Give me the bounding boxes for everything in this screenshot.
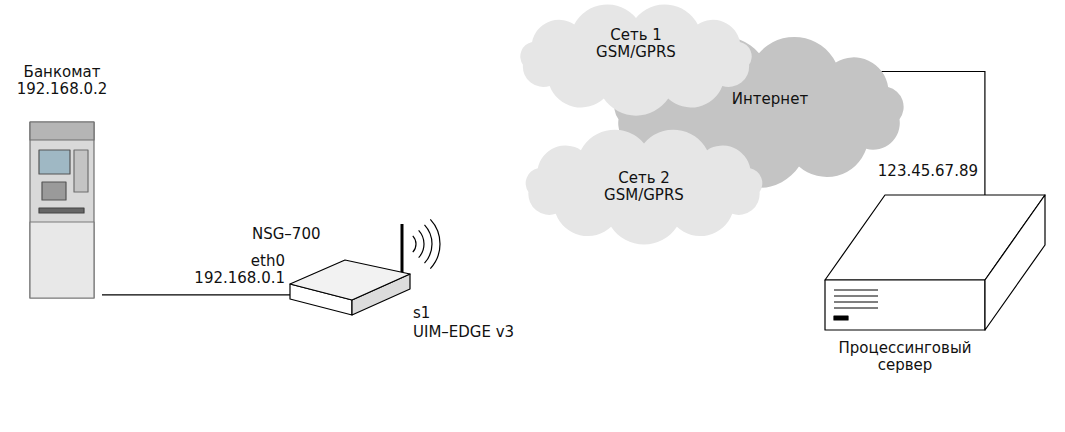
atm-body [30, 122, 94, 298]
node-label: Банкомат 192.168.0.2 [12, 64, 112, 98]
atm-side-panel [74, 150, 88, 192]
ip-address: 123.45.67.89 [850, 163, 978, 180]
cloud-outline [526, 130, 763, 245]
router-top [290, 260, 410, 300]
node-label: NSG–700 [252, 226, 342, 243]
gsm-network-cloud: Сеть 2 GSM/GPRS [505, 130, 783, 242]
ip-address: 192.168.0.1 [180, 270, 285, 287]
server-side [985, 195, 1045, 330]
atm-terminal-drawing [22, 112, 102, 300]
node-label: Сеть 2 GSM/GPRS [600, 170, 688, 204]
processing-server: Процессинговый сервер [820, 190, 1052, 385]
atm-screen [39, 150, 70, 174]
radio-wave [419, 230, 424, 257]
node-label: Сеть 1 GSM/GPRS [592, 27, 680, 61]
module-name: UIM–EDGE v3 [413, 324, 533, 341]
node-label: Процессинговый сервер [830, 340, 980, 374]
server-vent [834, 296, 878, 297]
interface-name: s1 [413, 305, 453, 322]
server-vent [834, 290, 878, 291]
server-vent [834, 302, 878, 303]
node-label: Интернет [705, 91, 835, 108]
network-link [102, 294, 290, 295]
server-vent [834, 308, 878, 309]
server-front [825, 280, 985, 330]
atm-cash-slot [39, 208, 84, 213]
atm-terminal: Банкомат 192.168.0.2 [12, 62, 112, 302]
radio-wave [430, 219, 440, 268]
atm-keypad [42, 182, 66, 200]
gsm-network-cloud: Сеть 1 GSM/GPRS [500, 5, 772, 113]
radio-wave [413, 236, 416, 252]
processing-server-drawing [820, 190, 1050, 335]
atm-header [30, 122, 94, 140]
interface-name: eth0 [180, 253, 285, 270]
radio-wave [424, 225, 432, 263]
router-device: NSG–700 [250, 222, 480, 340]
server-indicator [834, 316, 848, 320]
atm-cabinet [30, 222, 94, 298]
